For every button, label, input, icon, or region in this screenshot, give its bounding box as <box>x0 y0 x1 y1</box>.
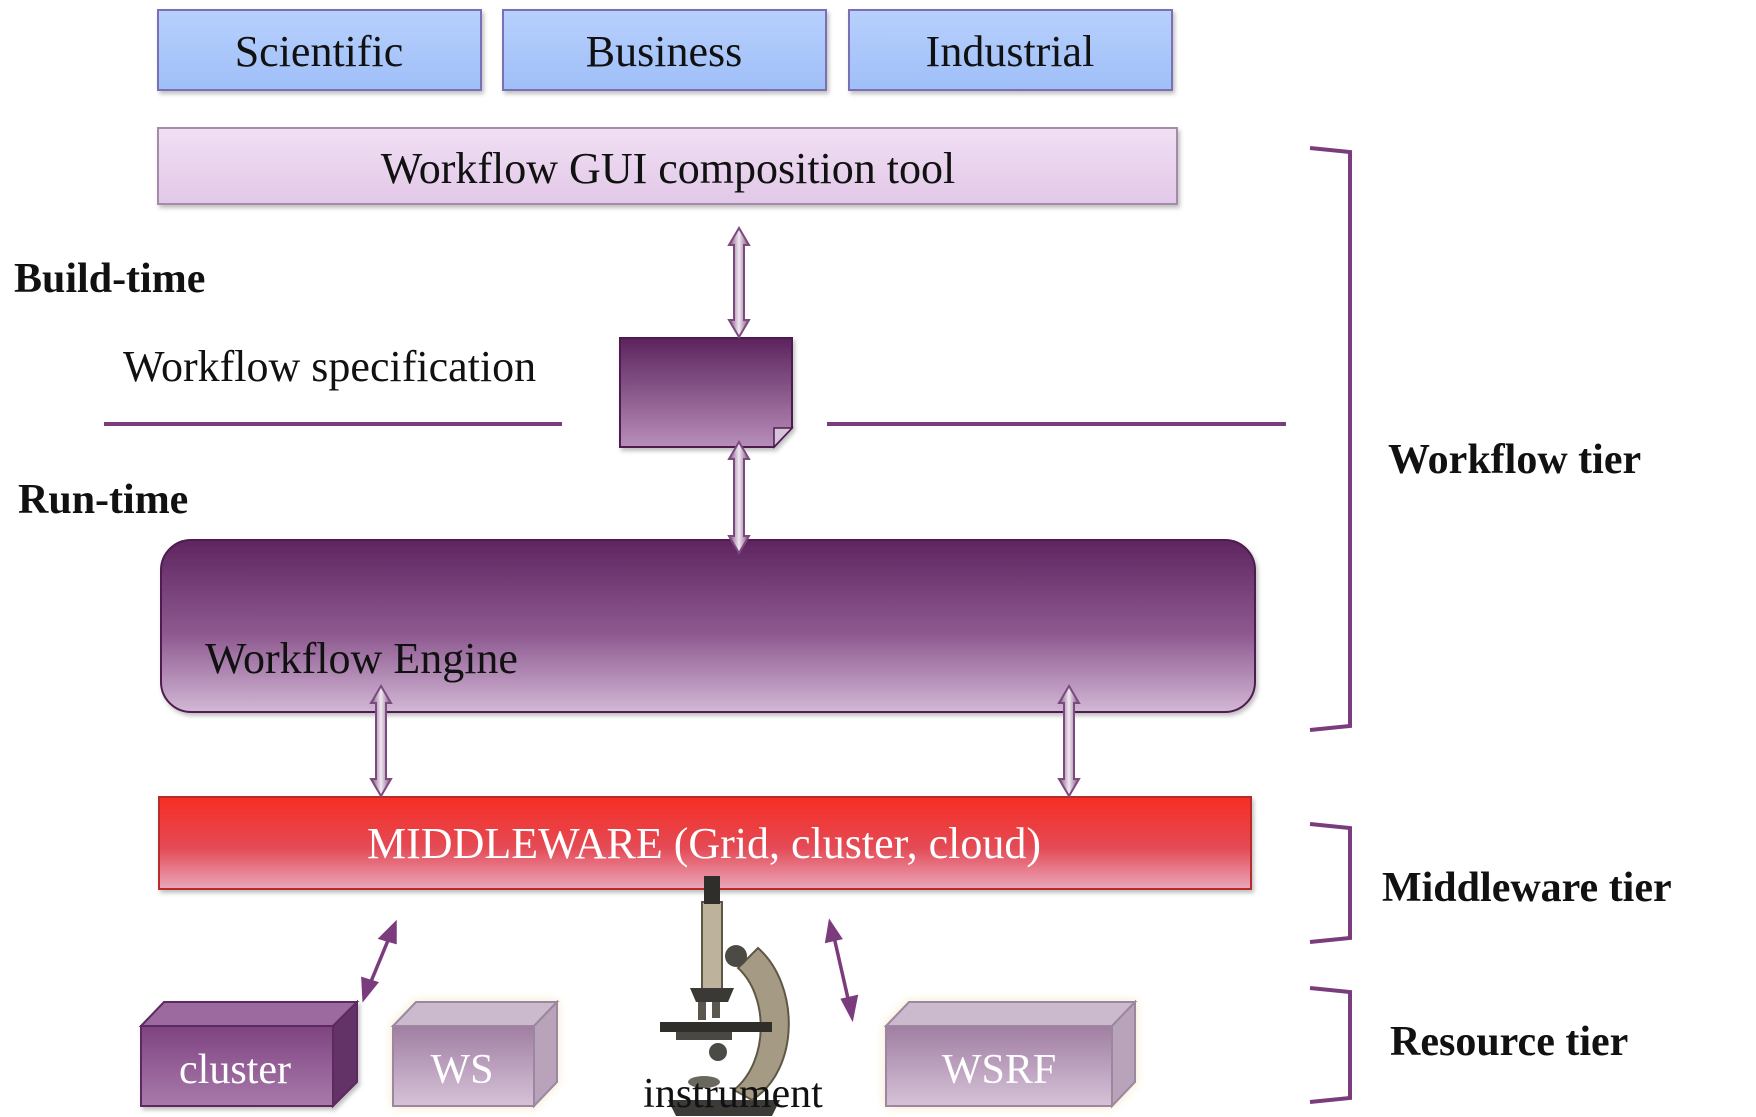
workflow-engine-label: Workflow Engine <box>205 634 518 683</box>
workflow-specification-document-icon <box>619 337 794 449</box>
arrow-gui-to-specification <box>727 226 751 339</box>
cluster-resource-label: cluster <box>179 1047 291 1093</box>
microscope-icon <box>660 876 790 1116</box>
application-box-industrial <box>848 9 1173 91</box>
application-label-business: Business <box>586 27 742 76</box>
middleware-tier-bracket <box>1309 822 1352 944</box>
build-time-label: Build-time <box>14 256 205 302</box>
arrow-middleware-to-wsrf <box>824 918 859 1023</box>
workflow-tier-label: Workflow tier <box>1388 437 1641 483</box>
middleware-box <box>158 796 1252 890</box>
middleware-tier-label: Middleware tier <box>1382 865 1672 911</box>
instrument-resource-label: instrument <box>643 1071 823 1117</box>
wsrf-resource-label: WSRF <box>942 1047 1056 1093</box>
arrow-specification-to-engine <box>727 440 751 555</box>
application-label-scientific: Scientific <box>235 27 404 76</box>
cluster-resource-box <box>138 999 360 1109</box>
application-box-scientific <box>157 9 482 91</box>
wsrf-resource-box <box>883 999 1138 1109</box>
arrow-engine-to-middleware-left <box>369 684 393 798</box>
resource-tier-bracket <box>1309 986 1352 1104</box>
middleware-label: MIDDLEWARE (Grid, cluster, cloud) <box>367 819 1041 868</box>
application-label-industrial: Industrial <box>926 27 1095 76</box>
ws-resource-label: WS <box>431 1047 494 1093</box>
arrow-middleware-to-cluster <box>361 919 397 1003</box>
gui-composition-tool-label: Workflow GUI composition tool <box>381 144 956 193</box>
resource-tier-label: Resource tier <box>1390 1019 1628 1065</box>
run-time-label: Run-time <box>18 477 188 523</box>
arrow-engine-to-middleware-right <box>1057 684 1081 798</box>
gui-composition-tool-box <box>157 127 1178 205</box>
workflow-specification-label: Workflow specification <box>123 342 536 391</box>
ws-resource-box <box>390 999 560 1109</box>
workflow-tier-bracket <box>1309 146 1352 732</box>
workflow-engine-box <box>160 539 1256 713</box>
application-box-business <box>502 9 827 91</box>
